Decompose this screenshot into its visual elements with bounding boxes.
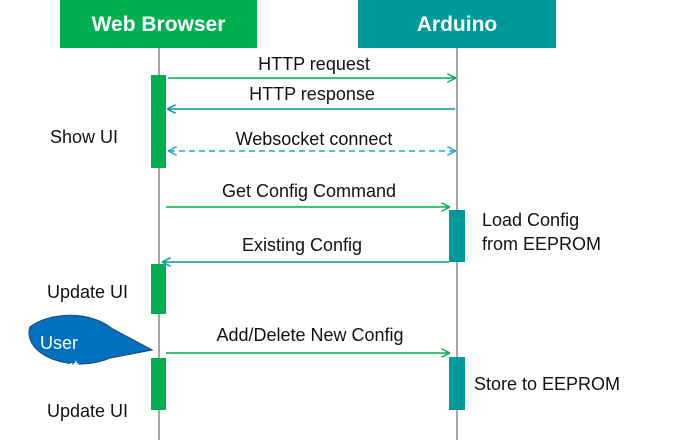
callout-text-line1: User	[40, 333, 78, 353]
http-request-label: HTTP request	[258, 54, 370, 74]
load-config-note-line2: from EEPROM	[482, 234, 601, 254]
websocket-connect-label: Websocket connect	[236, 129, 393, 149]
store-eeprom-note: Store to EEPROM	[474, 374, 620, 394]
browser-activation-update-ui-1	[151, 264, 166, 314]
arduino-header: Arduino	[358, 0, 556, 48]
existing-config-label: Existing Config	[242, 235, 362, 255]
browser-activation-show-ui	[151, 75, 166, 168]
callout-text-line2: input	[39, 357, 78, 377]
update-ui-note-1: Update UI	[47, 282, 128, 302]
add-delete-config-label: Add/Delete New Config	[216, 325, 403, 345]
arduino-activation-store	[449, 357, 465, 410]
browser-activation-update-ui-2	[151, 358, 166, 410]
update-ui-note-2: Update UI	[47, 401, 128, 421]
get-config-command-label: Get Config Command	[222, 181, 396, 201]
show-ui-note: Show UI	[50, 127, 118, 147]
arduino-header-label: Arduino	[417, 13, 497, 36]
callout-bubble	[28, 314, 154, 365]
load-config-note-line1: Load Config	[482, 210, 579, 230]
browser-header-label: Web Browser	[92, 13, 226, 36]
arduino-activation-load-config	[449, 210, 465, 262]
user-input-callout: User input	[28, 314, 154, 377]
browser-header: Web Browser	[60, 0, 257, 48]
http-response-label: HTTP response	[249, 84, 375, 104]
